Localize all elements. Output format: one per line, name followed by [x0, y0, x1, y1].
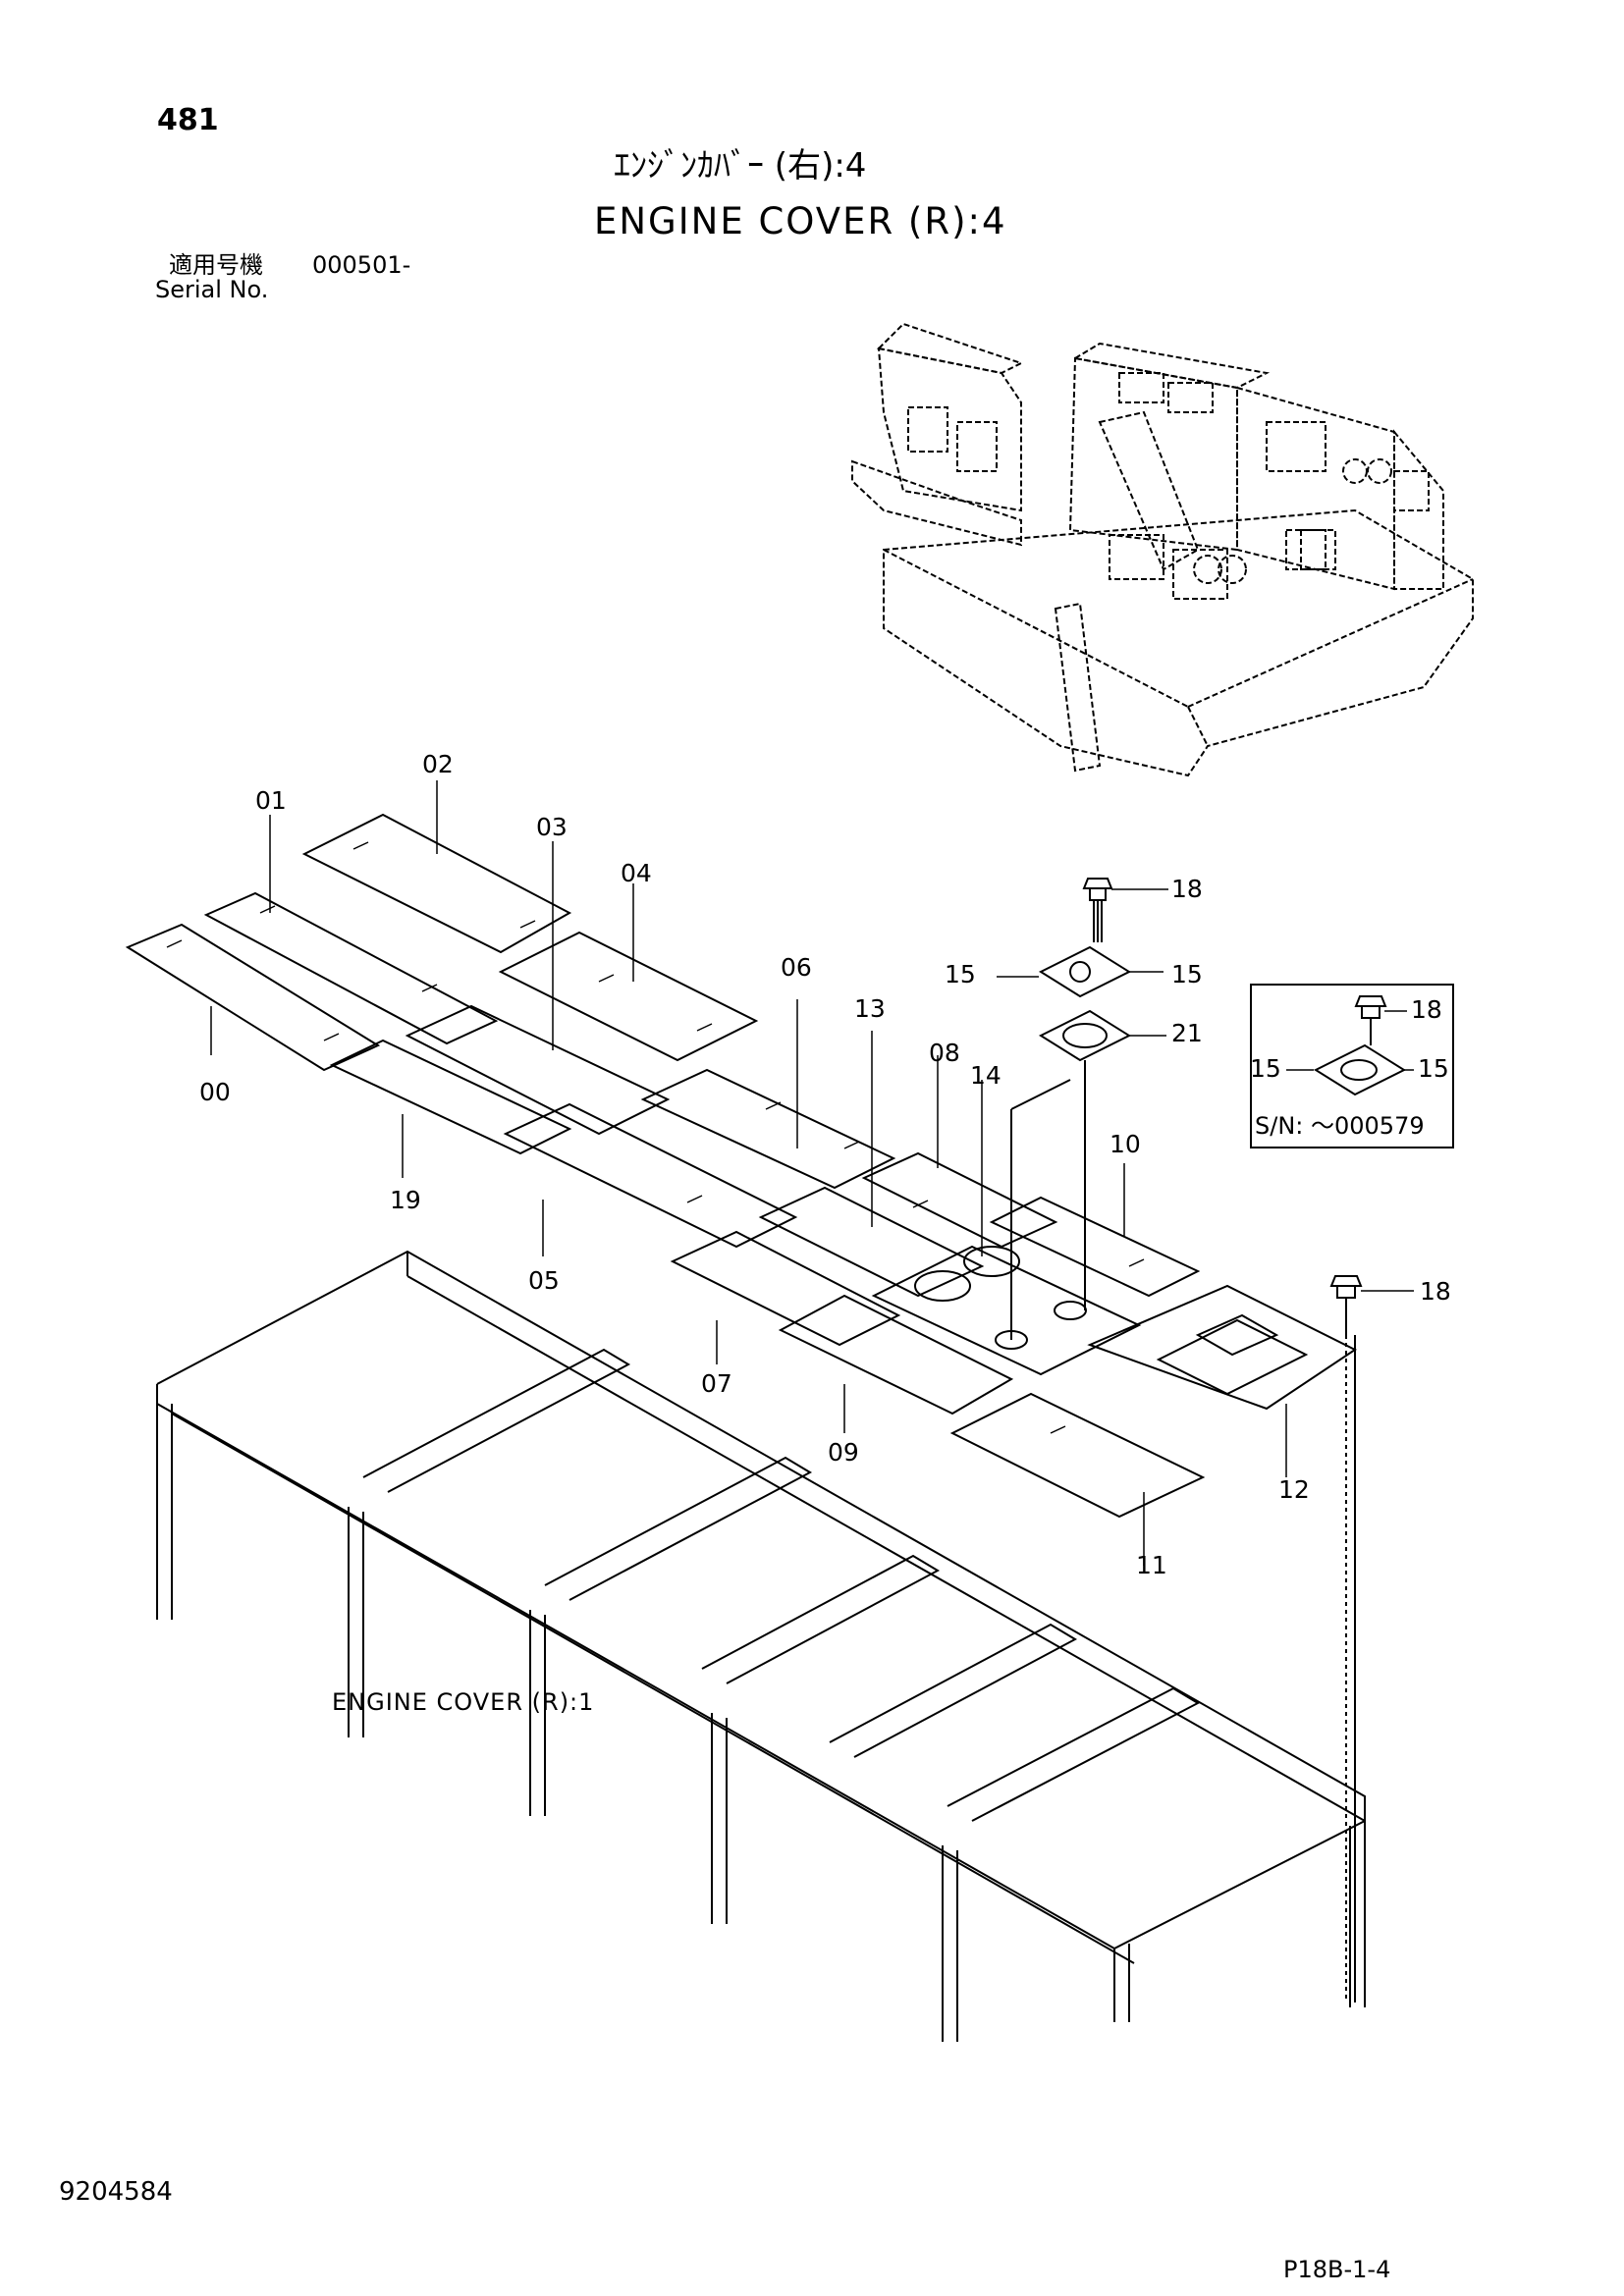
leader-lines	[210, 780, 1414, 1566]
part-label-21: 21	[1171, 1019, 1203, 1047]
panel-11	[949, 1392, 1206, 1519]
part-label-11: 11	[1136, 1551, 1167, 1579]
part-label-02: 02	[422, 750, 454, 778]
cover-panels	[125, 813, 1357, 1519]
panel-04	[498, 931, 759, 1062]
part-label-13: 13	[854, 994, 886, 1023]
panel-14	[871, 1245, 1142, 1376]
serial-range: 000501-	[312, 251, 411, 279]
inset-box	[1250, 984, 1454, 1148]
panel-01	[203, 891, 499, 1045]
hardware	[1010, 878, 1407, 2002]
gasket-15-upper	[1038, 945, 1132, 998]
panel-12	[1087, 1284, 1357, 1411]
title-japanese: ｴﾝｼﾞﾝｶﾊﾞｰ (右):4	[614, 146, 867, 186]
part-label-01: 01	[255, 786, 287, 815]
panel-05	[503, 1102, 798, 1249]
part-label-00: 00	[199, 1078, 231, 1106]
inset-serial-note: S/N: ～000579	[1255, 1112, 1425, 1140]
part-label-08: 08	[929, 1039, 960, 1067]
reference-label: ENGINE COVER (R):1	[332, 1688, 595, 1716]
panel-00	[125, 923, 381, 1072]
document-number: 9204584	[59, 2177, 173, 2207]
serial-label-english: Serial No.	[155, 276, 269, 303]
part-label-18-top: 18	[1171, 875, 1203, 903]
panel-06	[640, 1068, 896, 1190]
page-code: P18B-1-4	[1283, 2256, 1391, 2283]
part-label-07: 07	[701, 1369, 732, 1398]
support-frame	[156, 1250, 1366, 2042]
panel-10	[989, 1196, 1201, 1298]
part-label-18-inset: 18	[1411, 995, 1442, 1024]
panel-03	[405, 1004, 671, 1136]
panel-09	[778, 1294, 1014, 1415]
part-label-14: 14	[970, 1061, 1001, 1090]
panel-07	[670, 1230, 901, 1347]
part-label-15-inset-left: 15	[1250, 1054, 1281, 1083]
page-number: 481	[157, 103, 219, 137]
part-label-09: 09	[828, 1438, 859, 1467]
title-english: ENGINE COVER (R):4	[594, 200, 1007, 242]
part-label-15-left: 15	[945, 960, 976, 988]
machine-overview	[851, 322, 1474, 777]
part-label-18-right: 18	[1420, 1277, 1451, 1306]
part-label-06: 06	[781, 953, 812, 982]
bolt-18-right	[1329, 1275, 1363, 1335]
part-label-15-inset-right: 15	[1418, 1054, 1449, 1083]
panel-08	[861, 1151, 1058, 1249]
part-label-15-right: 15	[1171, 960, 1203, 988]
part-label-12: 12	[1278, 1475, 1310, 1504]
part-label-03: 03	[536, 813, 568, 841]
panel-02	[301, 813, 572, 954]
panel-13	[758, 1186, 985, 1298]
part-label-10: 10	[1110, 1130, 1141, 1158]
panel-19	[329, 1039, 572, 1155]
bolt-18-top	[1082, 878, 1113, 942]
part-label-05: 05	[528, 1266, 560, 1295]
part-label-19: 19	[390, 1186, 421, 1214]
part-label-04: 04	[621, 859, 652, 887]
serial-label-japanese: 適用号機	[169, 251, 263, 279]
plate-21	[1038, 1009, 1132, 1062]
